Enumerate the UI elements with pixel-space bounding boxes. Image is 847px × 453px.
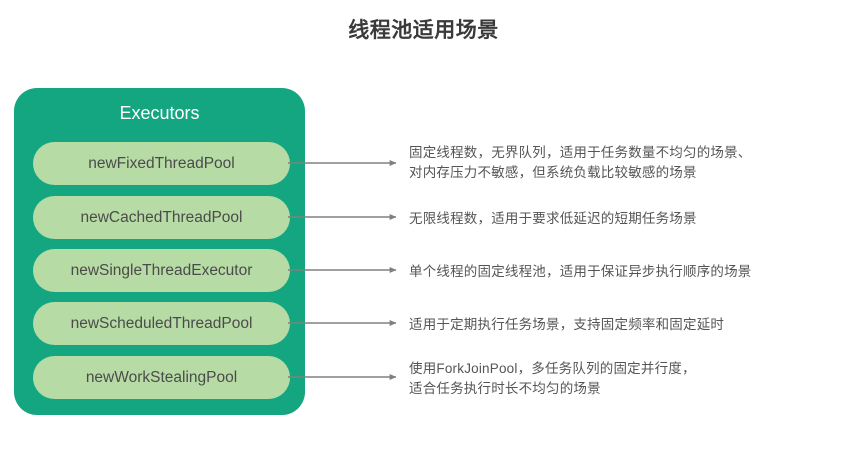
page-title: 线程池适用场景 xyxy=(348,19,499,42)
description-new-work-stealing-pool: 使用ForkJoinPool，多任务队列的固定并行度， 适合任务执行时长不均匀的… xyxy=(409,359,829,399)
pool-item-label: newWorkStealingPool xyxy=(85,368,238,386)
description-new-scheduled-thread-pool: 适用于定期执行任务场景，支持固定频率和固定延时 xyxy=(409,315,829,335)
pool-item-new-single-thread-executor[interactable]: newSingleThreadExecutor xyxy=(33,249,290,292)
pool-item-label: newCachedThreadPool xyxy=(80,208,243,226)
pool-item-new-scheduled-thread-pool[interactable]: newScheduledThreadPool xyxy=(33,302,290,345)
pool-item-new-work-stealing-pool[interactable]: newWorkStealingPool xyxy=(33,356,290,399)
description-line: 使用ForkJoinPool，多任务队列的固定并行度， xyxy=(409,361,696,376)
pool-item-label: newScheduledThreadPool xyxy=(70,314,253,332)
description-new-fixed-thread-pool: 固定线程数，无界队列，适用于任务数量不均匀的场景、 对内存压力不敏感，但系统负载… xyxy=(409,143,829,183)
pool-item-label: newSingleThreadExecutor xyxy=(70,261,253,279)
pool-item-new-fixed-thread-pool[interactable]: newFixedThreadPool xyxy=(33,142,290,185)
description-line: 无限线程数，适用于要求低延迟的短期任务场景 xyxy=(409,211,697,226)
description-new-cached-thread-pool: 无限线程数，适用于要求低延迟的短期任务场景 xyxy=(409,209,829,229)
executors-header-label: Executors xyxy=(119,103,200,123)
description-line: 适合任务执行时长不均匀的场景 xyxy=(409,381,601,396)
description-line: 固定线程数，无界队列，适用于任务数量不均匀的场景、 xyxy=(409,145,752,160)
executors-container: Executors newFixedThreadPool newCachedTh… xyxy=(14,88,305,415)
description-line: 适用于定期执行任务场景，支持固定频率和固定延时 xyxy=(409,317,725,332)
description-line: 对内存压力不敏感，但系统负载比较敏感的场景 xyxy=(409,165,697,180)
description-line: 单个线程的固定线程池，适用于保证异步执行顺序的场景 xyxy=(409,264,752,279)
pool-item-label: newFixedThreadPool xyxy=(88,154,235,172)
pool-item-new-cached-thread-pool[interactable]: newCachedThreadPool xyxy=(33,196,290,239)
description-new-single-thread-executor: 单个线程的固定线程池，适用于保证异步执行顺序的场景 xyxy=(409,262,829,282)
